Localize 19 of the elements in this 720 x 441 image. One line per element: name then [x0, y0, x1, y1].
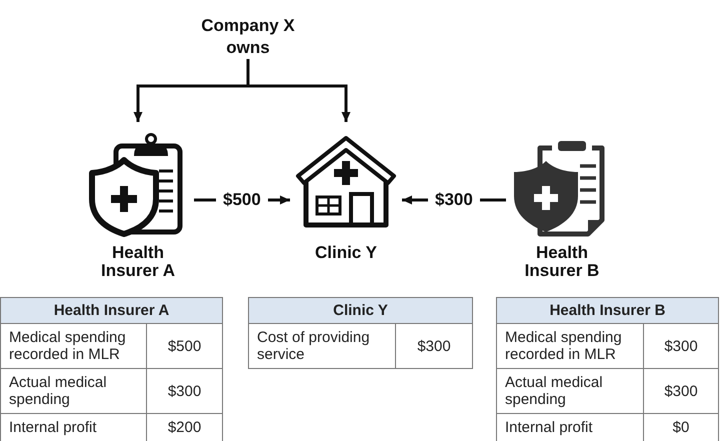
table-cell: Actual medical spending — [0, 368, 146, 414]
table-cell: Internal profit — [0, 414, 146, 441]
node-label: Clinic Y — [314, 244, 378, 262]
table-header: Health Insurer B — [496, 298, 718, 324]
node-label: Health Insurer B — [524, 244, 600, 280]
table-cell: Internal profit — [496, 414, 644, 441]
table-cell: $300 — [146, 368, 222, 414]
table-cell: Medical spending recorded in MLR — [0, 324, 146, 368]
node-label: Company X owns — [188, 15, 308, 59]
table-header: Clinic Y — [248, 298, 472, 324]
table-cell: $500 — [146, 324, 222, 368]
table-cell: $300 — [396, 324, 472, 368]
table-cell: $300 — [644, 324, 718, 368]
table-cell: Medical spending recorded in MLR — [496, 324, 644, 368]
table-cell: $300 — [644, 368, 718, 414]
table-cell: Actual medical spending — [496, 368, 644, 414]
table-header: Health Insurer A — [0, 298, 222, 324]
node-label: Health Insurer A — [100, 244, 176, 280]
table-cell: Cost of providing service — [248, 324, 396, 368]
